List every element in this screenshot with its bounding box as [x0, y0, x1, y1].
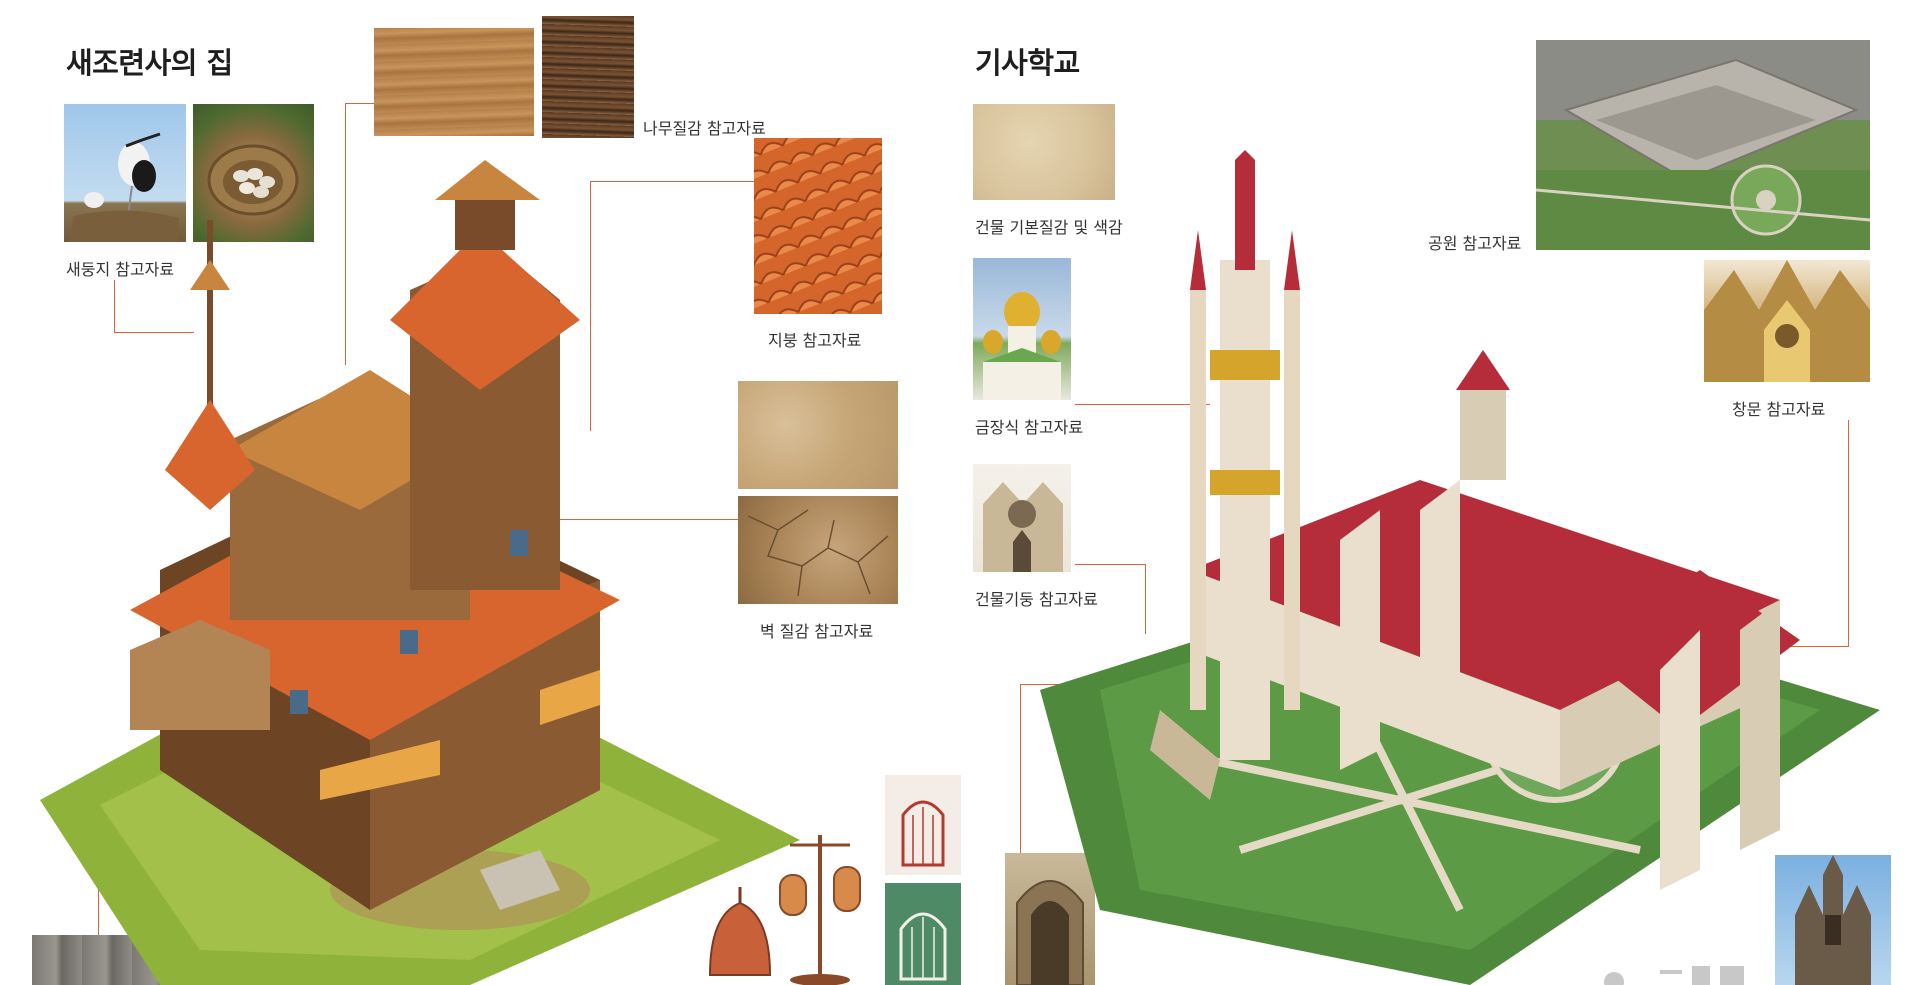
leader-line	[548, 519, 738, 520]
leader-line	[590, 181, 591, 431]
leader-line	[590, 181, 754, 182]
leader-line	[345, 103, 374, 104]
arched-portal-photo	[1005, 853, 1095, 985]
leader-line	[1020, 684, 1021, 853]
leader-line	[1075, 404, 1210, 405]
roof-tile-texture	[754, 138, 882, 314]
wood-reference-label: 나무질감 참고자료	[643, 119, 766, 138]
gothic-facade-photo	[973, 464, 1071, 572]
gothic-tower-photo	[1775, 855, 1891, 985]
bird-cage-illustrations	[708, 835, 861, 985]
window-reference-label: 창문 참고자료	[1732, 400, 1826, 419]
leader-line	[1758, 646, 1849, 647]
leader-line	[114, 280, 115, 332]
plaster-wall-texture	[738, 381, 898, 489]
cracked-wall-texture	[738, 496, 898, 604]
leader-line	[345, 103, 346, 365]
roof-reference-label: 지붕 참고자료	[768, 331, 862, 350]
wood-plank-texture	[374, 28, 534, 136]
white-birdcage-photo	[885, 883, 961, 985]
gold-ornament-label: 금장식 참고자료	[975, 418, 1084, 437]
knight-school-illustration	[1040, 150, 1880, 985]
gold-dome-photo	[973, 258, 1071, 400]
left-panel-title: 새조련사의 집	[66, 46, 233, 80]
park-reference-label: 공원 참고자료	[1428, 234, 1522, 253]
wall-reference-label: 벽 질감 참고자료	[760, 622, 874, 641]
watermark-logo	[1604, 966, 1744, 985]
leader-line	[1848, 420, 1849, 646]
nest-reference-label: 새둥지 참고자료	[66, 260, 175, 279]
leader-line	[114, 332, 194, 333]
bird-trainer-house-illustration	[40, 160, 800, 985]
building-base-texture	[973, 104, 1115, 200]
base-texture-label: 건물 기본질감 및 색감	[975, 218, 1123, 237]
pillar-reference-label: 건물기둥 참고자료	[975, 590, 1098, 609]
nest-eggs-photo	[193, 104, 314, 242]
stork-photo	[64, 104, 186, 242]
wood-grain-texture	[542, 16, 634, 138]
leader-line	[1075, 564, 1145, 565]
red-birdcage-photo	[885, 775, 961, 875]
park-aerial-photo	[1536, 40, 1870, 250]
leader-line	[1145, 564, 1146, 634]
rose-window-photo	[1704, 260, 1870, 382]
right-panel-title: 기사학교	[975, 46, 1080, 80]
